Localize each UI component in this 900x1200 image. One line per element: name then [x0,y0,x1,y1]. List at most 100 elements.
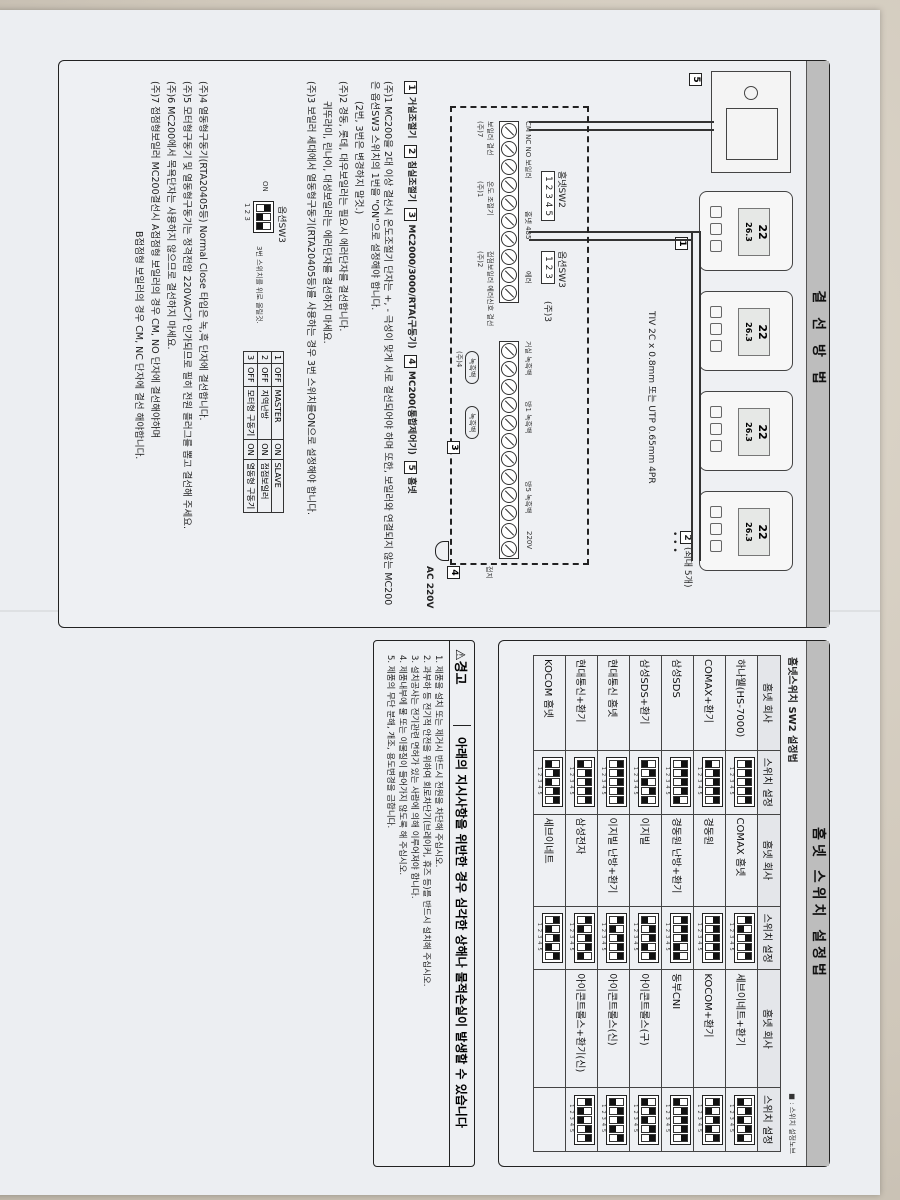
note-2b: 귀뚜라미, 린나이, 대성보일러는 에러단자를 결선하지 마세요. [321,101,332,344]
dip-switch-setting [533,1087,566,1152]
dip-switch-setting: 12345 [725,906,758,970]
valve-connector-living: 녹흑백 [465,351,479,385]
homenet-company: KOCOM 홈넷 [533,655,566,751]
dip-switch-icon [542,757,563,808]
cable-spec: TIV 2C x 0.8mm 또는 UTP 0.65mm 4PR [646,311,656,484]
dip-switch-setting: 12345 [533,906,566,970]
sw3-dip-switch [253,201,274,233]
dip-switch-icon [702,757,723,808]
legend-item-1: 1거실조절기 [404,81,417,138]
boiler-relay-label: CM NC NO 보일러 [524,121,532,179]
dip-switch-setting: 12345 [629,750,662,815]
homenet-company: 동부CNI [661,969,694,1088]
error-label: 에러 [524,271,532,284]
dip-switch-icon [638,757,659,808]
dip-switch-icon [734,757,755,808]
dip-switch-setting: 12345 [629,906,662,970]
device-5-marker: 5 [689,73,709,89]
dip-switch-icon [670,757,691,808]
homenet-company: 세브이네트 [533,814,566,907]
ac-220v-label: AC 220V [424,566,434,609]
note-1: (주)1 MC200을 2대 이상 결선시 온도조절기 단자는 +, - 극성이… [369,81,393,606]
legend-item-4: 4MC200(통합제어기) [404,354,417,455]
dip-switch-setting: 12345 [693,906,726,970]
dip-switch-setting: 12345 [597,1087,630,1152]
living-valve-label: 거실 녹흑백 [524,341,532,376]
homenet-company: 삼성SDS+환기 [629,655,662,751]
homenet-knob-icon [744,86,758,100]
option-sw3-label: 옵션SW3 [556,251,566,288]
dip-switch-setting: 12345 [693,1087,726,1152]
dip-switch-icon [606,757,627,808]
homenet-company: 경동원 난방+환기 [661,814,694,907]
homenet-company: 삼성전자 [565,814,598,907]
dip-switch-icon [574,1094,595,1145]
homenet-company: 아이콘트롤스(신) [597,969,630,1088]
dip-switch-setting: 12345 [661,1087,694,1152]
room1-valve-label: 방1 녹흑백 [524,401,532,434]
dip-switch-setting: 12345 [661,750,694,815]
homenet-company: 이지빌 난방+환기 [597,814,630,907]
dip-switch-setting: 12345 [629,1087,662,1152]
homenet-company: 이지빌 [629,814,662,907]
note3-ref: (주)3 [542,301,552,323]
warning-item: 2. 과부하 등 전기적 안전을 위하여 회로차단기(브레이커, 휴즈 등)를 … [421,655,431,987]
note7-ref: (주)7 [476,121,484,138]
warning-item: 4. 제품내부에 물 또는 이물질이 들어가지 않도록 해 주십시오. [397,655,407,876]
note-7b: B접점형 보일러의 경우 CM, NC 단자에 결선 해야합니다. [133,231,144,460]
homenet-485-label: 홈넷 485 [524,211,532,240]
note-5: (주)5 모터형구동기 및 열동형구동기는 정격전압 220VAC가 인가되므로… [181,81,192,530]
warning-panel: ⚠경고 아래의 지시사항을 위반한 경우 심각한 상해나 물적손실이 발생할 수… [373,640,475,1167]
room5-valve-label: 방5 녹흑백 [524,481,532,514]
homenet-company: 현대통신 홈넷 [597,655,630,751]
warning-item: 3. 설치공사는 전기관련 면허가 있는 사람에 의해 이루어져야 합니다. [409,655,419,899]
legend-item-2: 2침실조절기 [404,144,417,202]
note-6: (주)6 MC200에서 목욕단자는 사용하지 않으므로 결선하지 마세요. [165,81,176,350]
warning-item: 1. 제품을 설치 또는 제거시 반드시 전원을 차단해 주십시오. [433,655,443,868]
sw3-diagram-title: 옵션SW3 [276,206,286,243]
wiring-notes: (주)1 MC200을 2대 이상 결선시 온도조절기 단자는 +, - 극성이… [301,81,394,611]
sw3-arrow-note: 3번 스위치를 위로 올릴것. [255,246,263,324]
note-7: (주)7 접점형보일러 MC200결선시 A접점형 보일러의 경우 CM, NO… [149,81,160,439]
homenet-screen [726,108,778,160]
note-3: (주)3 보일러 세대에서 열동형구동기(RTA20405등)를 사용하는 경우… [305,81,316,516]
device-legend: 1거실조절기 2침실조절기 3MC2000/3000/RTA(구동기) 4MC2… [404,81,419,494]
homenet-device [711,71,791,173]
legend-item-5: 5홈넷 [404,461,417,494]
power-220v-label: 220V [525,531,533,550]
terminal-block-left [499,121,519,303]
terminal-block-right [499,341,519,559]
thermostat-buttons [710,506,722,552]
dip-switch-setting: 12345 [597,750,630,815]
more-rooms-ellipsis: • • • [669,531,679,553]
homenet-sw2-label: 홈넷SW2 [556,171,566,208]
sw3-numbers: 1 2 3 [243,203,251,221]
note-4: (주)4 열동형구동기(RTA20405등) Normal Close 타입은 … [197,81,208,421]
note-1b: (2번, 3번은 변경하지 말것.) [353,101,364,215]
switch-settings-header: 홈넷 스위치 설정법 [806,641,829,1166]
dip-switch-icon [670,1094,691,1145]
contact-boiler-label: 접점보일러 에러신호 결선 [486,251,494,327]
homenet-company: COMAX 홈넷 [725,814,758,907]
homenet-company: 현대통신+환기 [565,655,598,751]
option-sw3-box: 1 2 3 [541,251,555,284]
homenet-company: KOCOM+환기 [693,969,726,1088]
dip-switch-setting: 12345 [565,1087,598,1152]
dip-switch-icon [702,913,723,964]
wiring-header: 결선방법 [806,61,829,627]
